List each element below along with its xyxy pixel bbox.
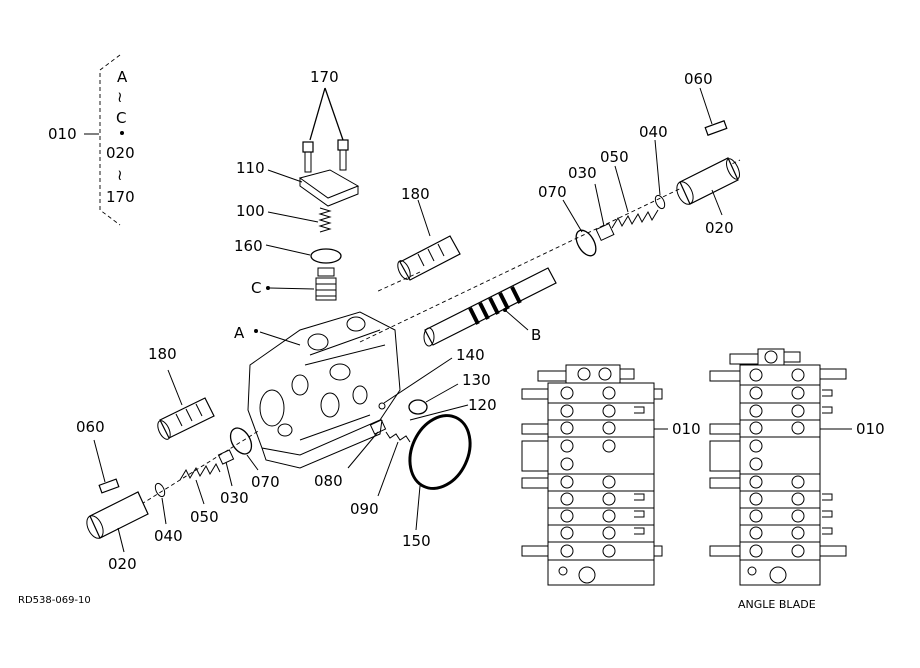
drawing-code: RD538-069-10	[18, 595, 91, 606]
legend-tilde-1: ≀	[117, 88, 123, 106]
label-020-left: 020	[108, 555, 137, 573]
spool-assembly	[359, 87, 741, 347]
label-020-top: 020	[705, 219, 734, 237]
label-140: 140	[456, 346, 485, 364]
label-090: 090	[350, 500, 379, 518]
label-030-left: 030	[220, 489, 249, 507]
caption-angle-blade: ANGLE BLADE	[738, 598, 816, 611]
relief-valve-top	[375, 199, 461, 293]
legend-170: 170	[106, 188, 135, 206]
legend-c: C	[116, 109, 126, 127]
label-a: A	[234, 324, 245, 342]
label-030-top: 030	[568, 164, 597, 182]
label-180-top: 180	[401, 185, 430, 203]
label-040-left: 040	[154, 527, 183, 545]
label-050-left: 050	[190, 508, 219, 526]
label-080: 080	[314, 472, 343, 490]
left-spool-parts	[86, 369, 261, 553]
label-060-left: 060	[76, 418, 105, 436]
label-b: B	[531, 326, 541, 344]
label-070-left: 070	[251, 473, 280, 491]
label-150: 150	[402, 532, 431, 550]
spool-lands	[468, 286, 522, 325]
label-180-left: 180	[148, 345, 177, 363]
label-070-top: 070	[538, 183, 567, 201]
label-060-top: 060	[684, 70, 713, 88]
label-130: 130	[462, 371, 491, 389]
label-100: 100	[236, 202, 265, 220]
label-120: 120	[468, 396, 497, 414]
label-050-top: 050	[600, 148, 629, 166]
top-cover-assembly	[265, 87, 360, 301]
label-010-stack: 010	[672, 420, 701, 438]
valve-stack-standard	[521, 364, 668, 586]
legend-020: 020	[106, 144, 135, 162]
assembly-legend: 010 A ≀ C 020 ≀ 170	[48, 54, 135, 226]
label-040-top: 040	[639, 123, 668, 141]
label-c: C	[251, 279, 261, 297]
label-160: 160	[234, 237, 263, 255]
label-110: 110	[236, 159, 265, 177]
valve-body	[247, 311, 401, 469]
center-small-parts	[347, 357, 472, 531]
label-010-angle: 010	[856, 420, 885, 438]
valve-stack-angle-blade	[709, 348, 852, 586]
label-170: 170	[310, 68, 339, 86]
legend-tilde-2: ≀	[117, 166, 123, 184]
legend-a: A	[117, 68, 128, 86]
label-010-assembly: 010	[48, 125, 77, 143]
